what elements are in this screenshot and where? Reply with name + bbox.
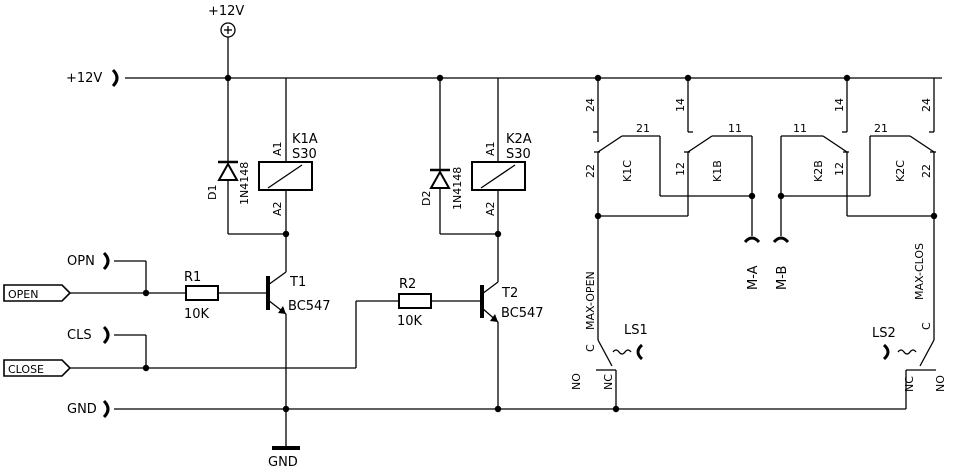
supply-top-label: +12V xyxy=(208,4,244,19)
contact-k1c: 24 21 22 K1C xyxy=(584,78,660,216)
k1c-pin-nc: 24 xyxy=(584,98,597,112)
gnd-symbol-label: GND xyxy=(268,455,298,470)
d1-type: 1N4148 xyxy=(238,162,251,205)
motor-terminal-a: M-A xyxy=(743,236,761,290)
open-flag-label: OPEN xyxy=(8,288,38,301)
transistor-t1: T1 BC547 xyxy=(266,271,331,448)
ls2-net: MAX-CLOS xyxy=(913,243,926,300)
diode-d1: D1 1N4148 xyxy=(206,78,251,234)
gnd-label: GND xyxy=(67,402,97,417)
d2-type: 1N4148 xyxy=(451,167,464,210)
motor-a-label: M-A xyxy=(746,265,761,290)
rail-12v: +12V xyxy=(66,68,942,88)
k2a-ref: K2A xyxy=(506,132,532,147)
close-flag-label: CLOSE xyxy=(8,363,44,376)
rail-12v-label: +12V xyxy=(66,71,102,86)
rail-gnd: GND xyxy=(67,399,906,419)
gnd-symbol: GND xyxy=(268,446,300,470)
ls1-net: MAX-OPEN xyxy=(584,271,597,330)
r1-value: 10K xyxy=(184,307,210,322)
ls2-no: NO xyxy=(934,375,947,392)
d1-ref: D1 xyxy=(206,185,219,200)
motor-terminal-b: M-B xyxy=(772,236,790,290)
r2-ref: R2 xyxy=(399,277,416,292)
limit-switch-ls2: MAX-CLOS C LS2 NC NO xyxy=(872,216,947,409)
k1c-ref: K1C xyxy=(621,160,634,182)
cls-label: CLS xyxy=(67,328,92,343)
d2-ref: D2 xyxy=(420,191,433,206)
supply-symbol-top: +12V xyxy=(208,4,244,78)
contact-k1b: 14 11 12 K1B xyxy=(674,78,752,216)
motor-b-label: M-B xyxy=(775,266,790,290)
k2a-pin2: A2 xyxy=(484,201,497,216)
k1a-pin1: A1 xyxy=(271,141,284,156)
input-opn: OPN xyxy=(67,251,147,293)
k2c-pin-com: 22 xyxy=(920,164,933,178)
input-cls: CLS xyxy=(67,325,147,368)
k1b-pin-no: 11 xyxy=(728,122,742,135)
k2c-pin-nc: 24 xyxy=(920,98,933,112)
r2-value: 10K xyxy=(397,314,423,329)
flag-open: OPEN xyxy=(3,284,186,302)
k1b-ref: K1B xyxy=(711,160,724,182)
k1a-pin2: A2 xyxy=(271,201,284,216)
ls1-c: C xyxy=(584,344,597,352)
k2b-pin-nc: 14 xyxy=(833,98,846,112)
diode-d2: D2 1N4148 xyxy=(420,78,464,234)
t2-ref: T2 xyxy=(501,286,518,301)
t1-ref: T1 xyxy=(289,275,306,290)
flag-close: CLOSE xyxy=(3,300,399,377)
k1c-pin-no: 21 xyxy=(636,122,650,135)
opn-label: OPN xyxy=(67,254,95,269)
ls2-c: C xyxy=(920,322,933,330)
contact-k2b: 14 11 12 K2B xyxy=(781,78,849,216)
t1-type: BC547 xyxy=(288,299,331,314)
k2b-ref: K2B xyxy=(812,160,825,182)
k2b-pin-no: 11 xyxy=(793,122,807,135)
contact-k2c: 24 21 22 K2C xyxy=(870,78,936,216)
resistor-r1: R1 10K xyxy=(184,270,268,322)
ls1-no: NO xyxy=(570,373,583,390)
k2a-pin1: A1 xyxy=(484,141,497,156)
ls2-nc: NC xyxy=(903,376,916,392)
ls1-ref: LS1 xyxy=(624,323,648,338)
limit-switch-ls1: MAX-OPEN C LS1 NO NC xyxy=(570,216,648,409)
k2a-type: S30 xyxy=(506,147,531,162)
k1c-pin-com: 22 xyxy=(584,164,597,178)
k2c-ref: K2C xyxy=(894,160,907,182)
ls1-nc: NC xyxy=(602,374,615,390)
resistor-r2: R2 10K xyxy=(397,277,482,329)
transistor-t2: T2 BC547 xyxy=(480,281,544,408)
k1b-pin-nc: 14 xyxy=(674,98,687,112)
relay-coil-k2a: K2A S30 A1 A2 xyxy=(471,78,532,234)
relay-coil-k1a: K1A S30 A1 A2 xyxy=(258,78,318,234)
k1a-type: S30 xyxy=(292,147,317,162)
k2b-pin-com: 12 xyxy=(833,162,846,176)
r1-ref: R1 xyxy=(184,270,201,285)
k1b-pin-com: 12 xyxy=(674,162,687,176)
ls2-ref: LS2 xyxy=(872,326,896,341)
t2-type: BC547 xyxy=(501,306,544,321)
k1a-ref: K1A xyxy=(292,132,318,147)
k2c-pin-no: 21 xyxy=(874,122,888,135)
